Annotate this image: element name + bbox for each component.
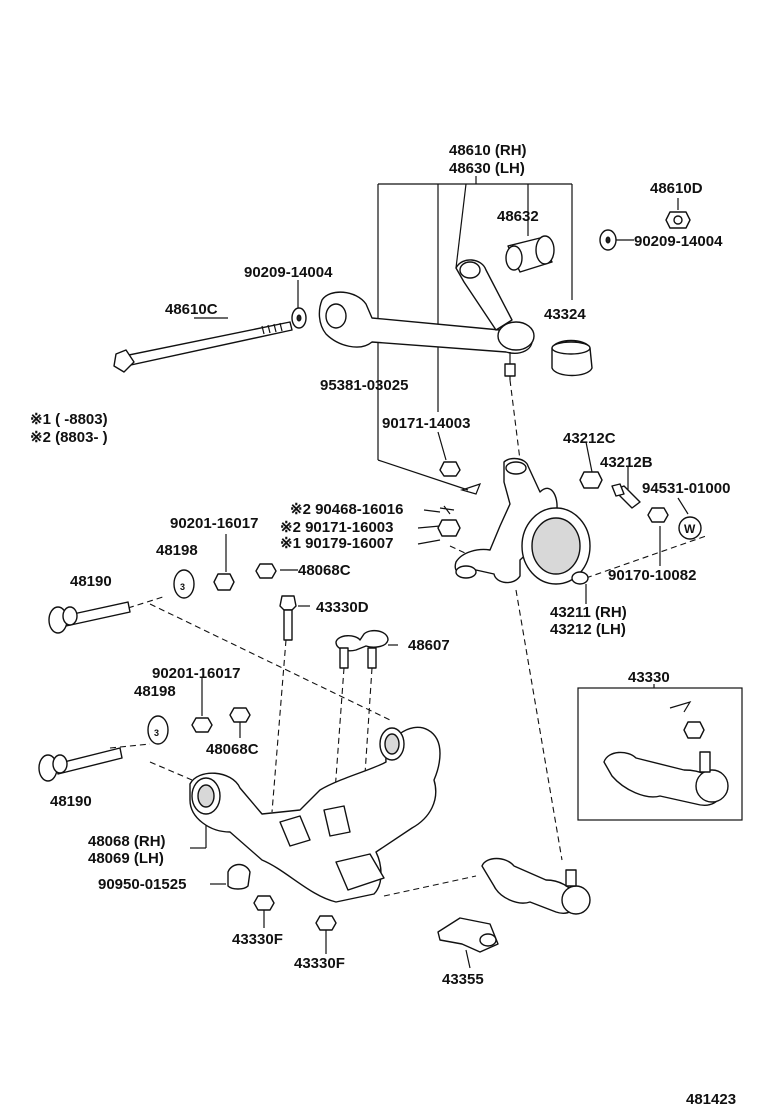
label-lower-arm-rh: 48068 (RH)	[88, 833, 166, 850]
cam-48198-upper-icon: 3	[173, 569, 195, 599]
svg-text:3: 3	[180, 582, 185, 592]
stopper-43212c-icon	[579, 471, 603, 489]
svg-text:3: 3	[154, 728, 159, 738]
note-1: ※1 ( -8803)	[30, 411, 108, 428]
bolt-43330d-icon	[279, 595, 297, 641]
bolt-48190-lower-icon	[38, 747, 123, 782]
label-43355: 43355	[442, 971, 484, 988]
note-2: ※2 (8803- )	[30, 429, 108, 446]
rod-48610c-icon	[113, 321, 293, 373]
nut-48068c-lower-icon	[229, 707, 251, 723]
label-43212c: 43212C	[563, 430, 616, 447]
label-48610d: 48610D	[650, 180, 703, 197]
label-lower-arm-lh: 48069 (LH)	[88, 850, 164, 867]
label-90468: ※2 90468-16016	[290, 501, 404, 518]
label-43324: 43324	[544, 306, 586, 323]
label-90179-16007: ※1 90179-16007	[280, 535, 394, 552]
washer-icon	[291, 229, 617, 329]
w-mark-icon: W	[678, 516, 702, 540]
lower-control-arm-icon	[189, 726, 441, 903]
bushing-48632-icon	[505, 235, 555, 273]
leader-lines	[109, 176, 707, 969]
label-90171-14003: 90171-14003	[382, 415, 470, 432]
cam-48198-lower-icon: 3	[147, 715, 169, 745]
castle-nut-upper-icon	[437, 505, 461, 537]
label-48632: 48632	[497, 208, 539, 225]
upper-control-arm-icon	[318, 259, 535, 380]
label-43211-rh: 43211 (RH)	[550, 604, 627, 621]
label-43212b: 43212B	[600, 454, 653, 471]
steering-knuckle-icon	[454, 457, 591, 585]
label-43212-lh: 43212 (LH)	[550, 621, 626, 638]
bumper-90950-icon	[227, 863, 251, 890]
label-48607: 48607	[408, 637, 450, 654]
label-94531: 94531-01000	[642, 480, 730, 497]
nut-90201-upper-icon	[213, 573, 235, 591]
label-43330f-b: 43330F	[294, 955, 345, 972]
label-48190-upper: 48190	[70, 573, 112, 590]
nut-43330f-icon	[253, 895, 337, 931]
ball-joint-icon	[481, 857, 591, 915]
label-upper-arm-rh: 48610 (RH)	[449, 142, 527, 159]
inset-ball-joint-icon	[603, 700, 729, 806]
label-43330f-a: 43330F	[232, 931, 283, 948]
nut-48068c-upper-icon	[255, 563, 277, 579]
label-43330d: 43330D	[316, 599, 369, 616]
bolt-43212b-icon	[611, 483, 641, 509]
label-48198-upper: 48198	[156, 542, 198, 559]
label-48068c-lower: 48068C	[206, 741, 259, 758]
label-90201-upper: 90201-16017	[170, 515, 258, 532]
label-43330: 43330	[628, 669, 670, 686]
label-90201-lower: 90201-16017	[152, 665, 240, 682]
label-48190-lower: 48190	[50, 793, 92, 810]
bolt-48190-upper-icon	[48, 601, 131, 634]
label-48610c: 48610C	[165, 301, 218, 318]
label-48068c-upper: 48068C	[298, 562, 351, 579]
label-upper-arm-lh: 48630 (LH)	[449, 160, 525, 177]
part-labels: 48610 (RH) 48630 (LH) 48632 48610D 90209…	[30, 142, 736, 1108]
label-washer-right: 90209-14004	[634, 233, 723, 250]
boot-43324-icon	[551, 339, 593, 377]
nut-90170-icon	[647, 507, 669, 523]
label-washer-left: 90209-14004	[244, 264, 333, 281]
nut-90201-lower-icon	[191, 717, 213, 733]
w-mark-text: W	[684, 522, 696, 536]
inset-box-43330	[577, 687, 743, 821]
nut-48610d-icon	[665, 211, 691, 229]
label-95381: 95381-03025	[320, 377, 408, 394]
cotter-pin-95381-icon	[459, 483, 482, 495]
label-90170: 90170-10082	[608, 567, 696, 584]
nut-90171-14003-icon	[439, 461, 461, 477]
label-48198-lower: 48198	[134, 683, 176, 700]
bracket-43355-icon	[437, 917, 499, 953]
label-90950: 90950-01525	[98, 876, 186, 893]
diagram-number: 481423	[686, 1091, 736, 1108]
label-90171-16003: ※2 90171-16003	[280, 519, 394, 536]
plate-48607-icon	[335, 629, 389, 669]
